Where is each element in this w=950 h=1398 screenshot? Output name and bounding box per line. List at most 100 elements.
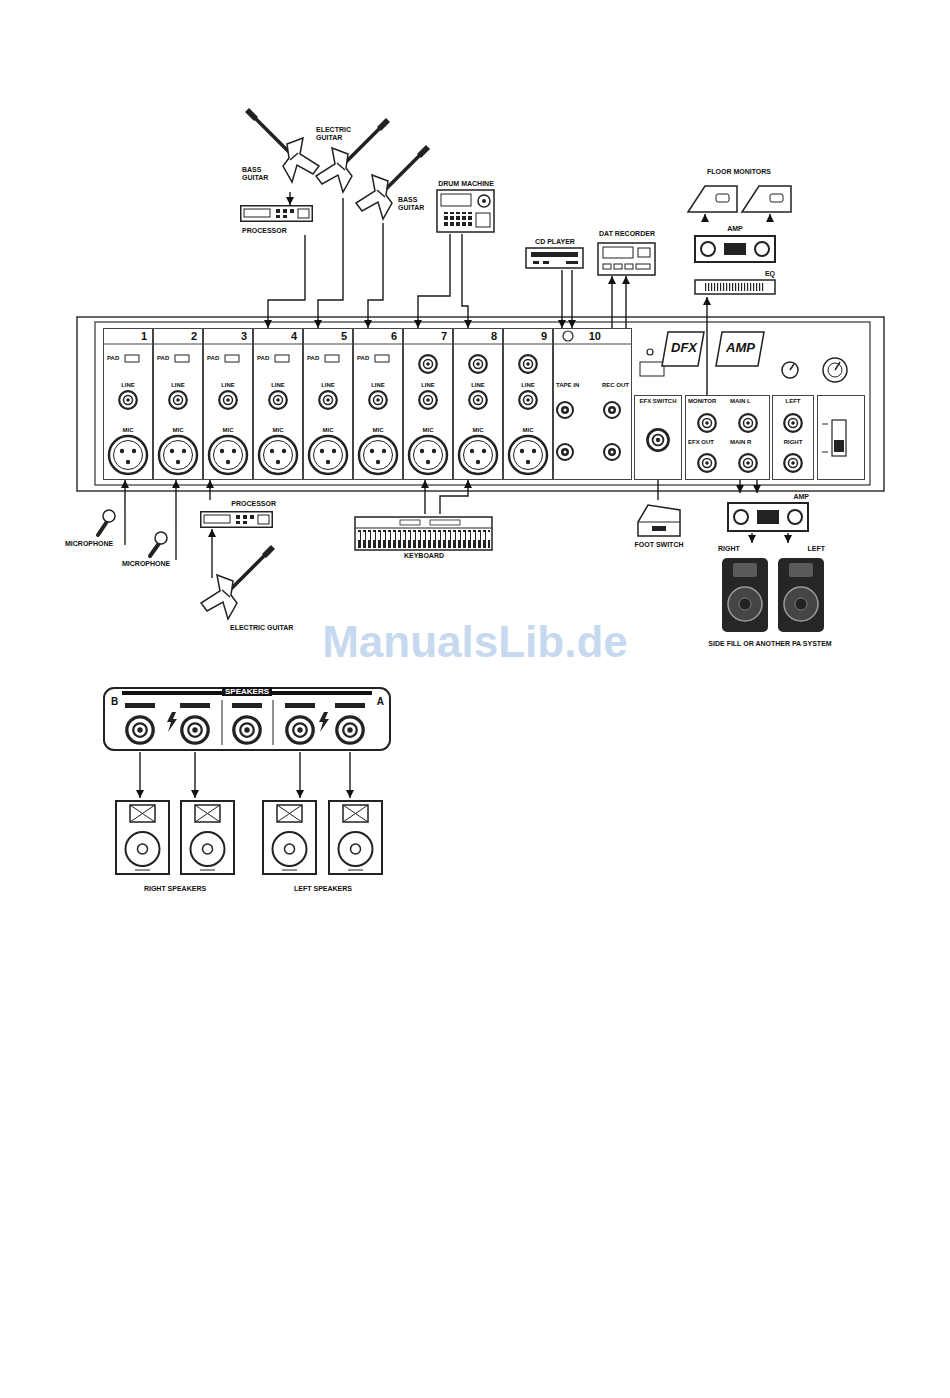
channel-strip-label: MIC xyxy=(373,427,384,434)
mixer-panel xyxy=(647,349,653,355)
pa-speaker-label: RIGHT xyxy=(718,545,740,553)
output-section-label: MAIN L xyxy=(730,398,751,405)
mixer-panel xyxy=(253,329,303,480)
channel-strip-label: MIC xyxy=(323,427,334,434)
graphic-equalizer xyxy=(695,280,775,294)
mixer-panel xyxy=(553,344,632,345)
floor-monitor-wedge xyxy=(742,186,791,212)
connector-arrow xyxy=(424,480,425,514)
microphone-label: MICROPHONE xyxy=(65,540,113,548)
microphone xyxy=(103,510,115,522)
channel-strip-label: 1 xyxy=(141,330,147,343)
main-amplifier xyxy=(734,510,748,524)
effects-processor xyxy=(241,206,313,222)
watermark: ManualsLib.de xyxy=(322,620,628,664)
guitar: ELECTRIC GUITAR xyxy=(198,542,298,632)
mixer-panel xyxy=(686,396,770,480)
keyboard xyxy=(355,528,492,529)
speaker-outputs-panel xyxy=(127,717,153,743)
output-section-label: EFX OUT xyxy=(688,439,714,446)
output-section-label: MAIN R xyxy=(730,439,751,446)
speaker-outputs-panel xyxy=(273,700,274,745)
guitar-label: BASS GUITAR xyxy=(398,196,430,212)
guitar: BASS GUITAR xyxy=(240,108,320,192)
channel-strip: 9LINEMIC xyxy=(503,328,553,480)
monitor-amplifier xyxy=(695,236,775,262)
floor-monitor-wedge xyxy=(770,194,783,202)
pa-speaker xyxy=(722,558,768,632)
dat-recorder xyxy=(625,264,633,269)
speaker-outputs-panel: SPEAKERSBA xyxy=(104,686,391,752)
speaker-outputs-panel xyxy=(335,703,365,708)
cd-player xyxy=(533,261,539,264)
processor-label: PROCESSOR xyxy=(242,227,287,235)
channel-strip-label: LINE xyxy=(371,382,385,389)
channel-strip-label: LINE xyxy=(521,382,535,389)
cd-player xyxy=(526,248,583,268)
channel-strip-label: PAD xyxy=(307,355,319,362)
speaker-outputs-panel xyxy=(232,703,262,708)
drum-machine xyxy=(442,212,472,228)
speaker-outputs-panel xyxy=(319,712,329,732)
foot-switch: FOOT SWITCH xyxy=(632,500,686,550)
channel-strip-label: TAPE IN xyxy=(556,382,579,389)
speaker-cabinet xyxy=(329,801,382,874)
dat-recorder: DAT RECORDER xyxy=(596,228,658,276)
guitar-label: ELECTRIC GUITAR xyxy=(316,126,358,142)
connector-arrow xyxy=(462,234,468,328)
channel-strip-label: LINE xyxy=(121,382,135,389)
connector-arrow xyxy=(561,270,562,328)
speaker-outputs-panel xyxy=(234,717,260,743)
mixer-panel xyxy=(403,329,453,480)
mixer-panel xyxy=(784,414,802,432)
channel-strip: 4PADLINEMIC xyxy=(253,328,303,480)
output-section-label: MONITOR xyxy=(688,398,716,405)
bass-guitar xyxy=(356,145,430,219)
mixer-panel xyxy=(773,396,814,480)
keyboard xyxy=(430,520,460,525)
dat-recorder xyxy=(638,248,650,257)
amp-input-section-label: LEFT xyxy=(786,398,801,405)
graphic-equalizer xyxy=(695,280,775,294)
channel-strip-label: MIC xyxy=(123,427,134,434)
mixer-panel xyxy=(503,329,553,480)
mixer-panel xyxy=(647,429,668,450)
speaker-outputs-panel xyxy=(222,700,223,745)
channel-strip: 2PADLINEMIC xyxy=(153,328,203,480)
mixer-panel xyxy=(557,402,573,418)
connector-arrow xyxy=(739,480,740,493)
mixer-panel xyxy=(739,414,757,432)
channel-strip-label: PAD xyxy=(357,355,369,362)
channel-strip-label: 3 xyxy=(241,330,247,343)
mixer-panel xyxy=(604,402,620,418)
mixer-panel xyxy=(784,454,802,472)
drum-machine xyxy=(478,195,490,207)
drum-machine xyxy=(482,199,486,203)
monitor-amplifier xyxy=(724,243,746,255)
mixer-panel: DFXAMP1PADLINEMIC2PADLINEMIC3PADLINEMIC4… xyxy=(77,317,885,491)
main-amplifier xyxy=(788,510,802,524)
main-amplifier xyxy=(728,503,808,531)
mixer-panel xyxy=(832,420,846,456)
channel-strip-label: PAD xyxy=(257,355,269,362)
pa-speaker: LEFT xyxy=(773,543,827,634)
drum-machine xyxy=(437,190,494,232)
dat-recorder xyxy=(598,243,655,275)
speaker-outputs-panel xyxy=(287,717,313,743)
channel-strip: 1PADLINEMIC xyxy=(103,328,153,480)
drum-machine-label: DRUM MACHINE xyxy=(438,180,494,188)
dat-recorder xyxy=(603,264,611,269)
foot-switch-pedal xyxy=(652,526,666,531)
mixer-panel xyxy=(303,329,353,480)
keyboard: KEYBOARD xyxy=(353,514,495,560)
dat-recorder xyxy=(603,247,633,258)
connector-arrow xyxy=(756,480,757,493)
mixer-panel xyxy=(739,454,757,472)
channel-strip-label: MIC xyxy=(423,427,434,434)
effects-processor xyxy=(241,206,313,222)
channel-strip-label: LINE xyxy=(221,382,235,389)
mixer-panel xyxy=(823,358,847,382)
keyboard xyxy=(400,520,420,525)
footswitch-jack-section: EFX SWITCH xyxy=(634,395,682,480)
mixer-panel xyxy=(95,322,870,485)
